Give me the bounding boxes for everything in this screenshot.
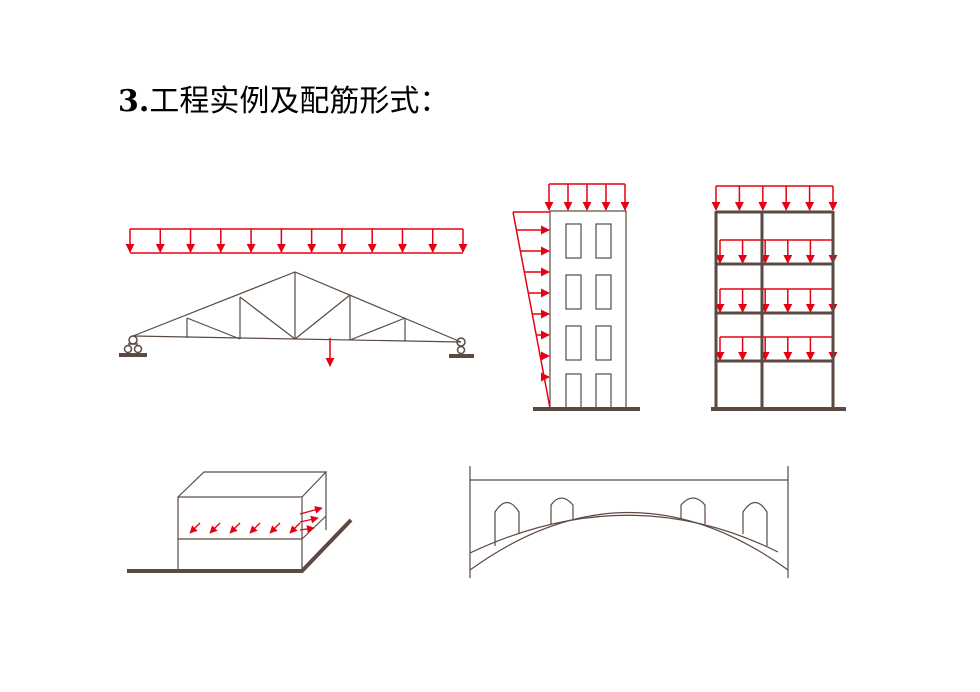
pressure-arrow — [269, 522, 281, 534]
pressure-arrow — [209, 522, 221, 534]
arch-bridge-figure — [469, 466, 789, 578]
pressure-arrow — [299, 506, 323, 515]
retaining-box-figure — [127, 471, 353, 573]
box-soil-pressure — [189, 506, 323, 534]
pressure-arrow — [249, 522, 261, 534]
frame-ground — [711, 407, 846, 411]
building-wind-load — [512, 211, 551, 409]
window — [565, 223, 582, 259]
pressure-arrow — [299, 515, 319, 524]
pressure-arrow — [189, 522, 201, 534]
building-ground — [533, 407, 640, 411]
pressure-arrow — [229, 522, 241, 534]
title-number: 3. — [118, 84, 150, 119]
window — [595, 223, 612, 259]
frame-floor-loads — [711, 185, 838, 361]
building-body — [549, 210, 627, 409]
window — [595, 274, 612, 310]
pressure-arrow — [289, 522, 301, 534]
window — [565, 274, 582, 310]
tall-building-figure — [512, 183, 640, 411]
slide-title: 3.工程实例及配筋形式： — [118, 76, 449, 120]
roof-truss-figure — [119, 228, 474, 367]
building-windows — [565, 223, 612, 409]
title-text: 工程实例及配筋形式： — [149, 84, 450, 119]
truss-members — [132, 271, 462, 343]
box-ground — [127, 518, 353, 573]
building-roof-load — [544, 183, 630, 211]
frame-figure — [711, 185, 846, 411]
frame-members — [714, 210, 835, 408]
pressure-arrow — [299, 525, 315, 533]
window — [565, 373, 582, 409]
window — [565, 325, 582, 361]
truss-right-support — [449, 337, 474, 358]
window — [595, 325, 612, 361]
window — [595, 373, 612, 409]
truss-uniform-load — [125, 228, 468, 254]
truss-left-support — [119, 335, 147, 357]
